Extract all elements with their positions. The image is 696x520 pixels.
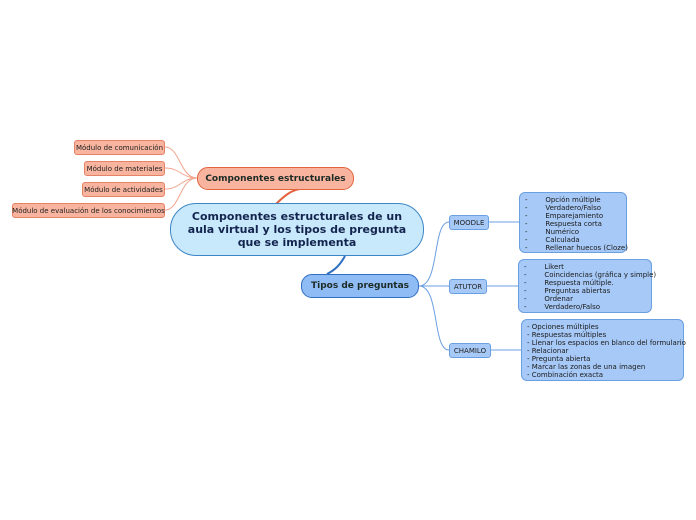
subtopic-label: Módulo de materiales: [86, 164, 163, 173]
list-item: - Respuestas múltiples: [527, 331, 607, 339]
list-item: - Respuesta múltiple.: [524, 279, 614, 287]
chamilo-question-types[interactable]: - Opciones múltiples - Respuestas múltip…: [521, 319, 686, 381]
list-item: - Combinación exacta: [527, 371, 604, 379]
list-item: - Marcar las zonas de una imagen: [527, 363, 646, 371]
list-item: - Numérico: [525, 228, 580, 236]
subtopic-label: Módulo de evaluación de los conocimiento…: [12, 206, 165, 215]
atutor-question-types[interactable]: - Likert - Coincidencias (gráfica y simp…: [518, 259, 657, 313]
topic-componentes-estructurales[interactable]: Componentes estructurales: [197, 167, 354, 190]
list-item: - Opción múltiple: [525, 196, 601, 204]
list-item: - Preguntas abiertas: [524, 287, 611, 295]
list-item: - Verdadero/Falso: [524, 303, 601, 311]
subtopic-chamilo[interactable]: CHAMILO: [449, 343, 491, 358]
topic-label: Componentes estructurales: [205, 173, 346, 184]
subtopic-label: Módulo de actividades: [84, 185, 163, 194]
topic-label: Tipos de preguntas: [311, 281, 409, 291]
subtopic-modulo-actividades[interactable]: Módulo de actividades: [82, 182, 165, 197]
central-topic[interactable]: Componentes estructurales de un aula vir…: [170, 203, 424, 256]
list-item: - Opciones múltiples: [527, 323, 599, 331]
list-item: - Coincidencias (gráfica y simple): [524, 271, 657, 279]
subtopic-modulo-evaluacion[interactable]: Módulo de evaluación de los conocimiento…: [12, 203, 165, 218]
subtopic-atutor[interactable]: ATUTOR: [449, 279, 487, 294]
list-item: - Emparejamiento: [525, 212, 604, 220]
list-item: - Likert: [524, 263, 564, 271]
list-item: - Relacionar: [527, 347, 569, 355]
moodle-question-types[interactable]: - Opción múltiple - Verdadero/Falso - Em…: [519, 192, 628, 253]
subtopic-label: Módulo de comunicación: [75, 143, 164, 152]
subtopic-modulo-materiales[interactable]: Módulo de materiales: [84, 161, 165, 176]
list-item: - Respuesta corta: [525, 220, 602, 228]
list-item: - Rellenar huecos (Cloze): [525, 244, 628, 252]
list-item: - Llenar los espacios en blanco del form…: [527, 339, 686, 347]
subtopic-moodle[interactable]: MOODLE: [449, 215, 489, 230]
subtopic-label: MOODLE: [453, 218, 485, 227]
subtopic-modulo-comunicacion[interactable]: Módulo de comunicación: [74, 140, 165, 155]
list-item: - Ordenar: [524, 295, 573, 303]
list-item: - Pregunta abierta: [527, 355, 591, 363]
subtopic-label: CHAMILO: [453, 346, 487, 355]
central-topic-label: Componentes estructurales de un aula vir…: [187, 210, 407, 249]
subtopic-label: ATUTOR: [453, 282, 483, 291]
topic-tipos-de-preguntas[interactable]: Tipos de preguntas: [301, 274, 419, 298]
list-item: - Verdadero/Falso: [525, 204, 602, 212]
list-item: - Calculada: [525, 236, 580, 244]
